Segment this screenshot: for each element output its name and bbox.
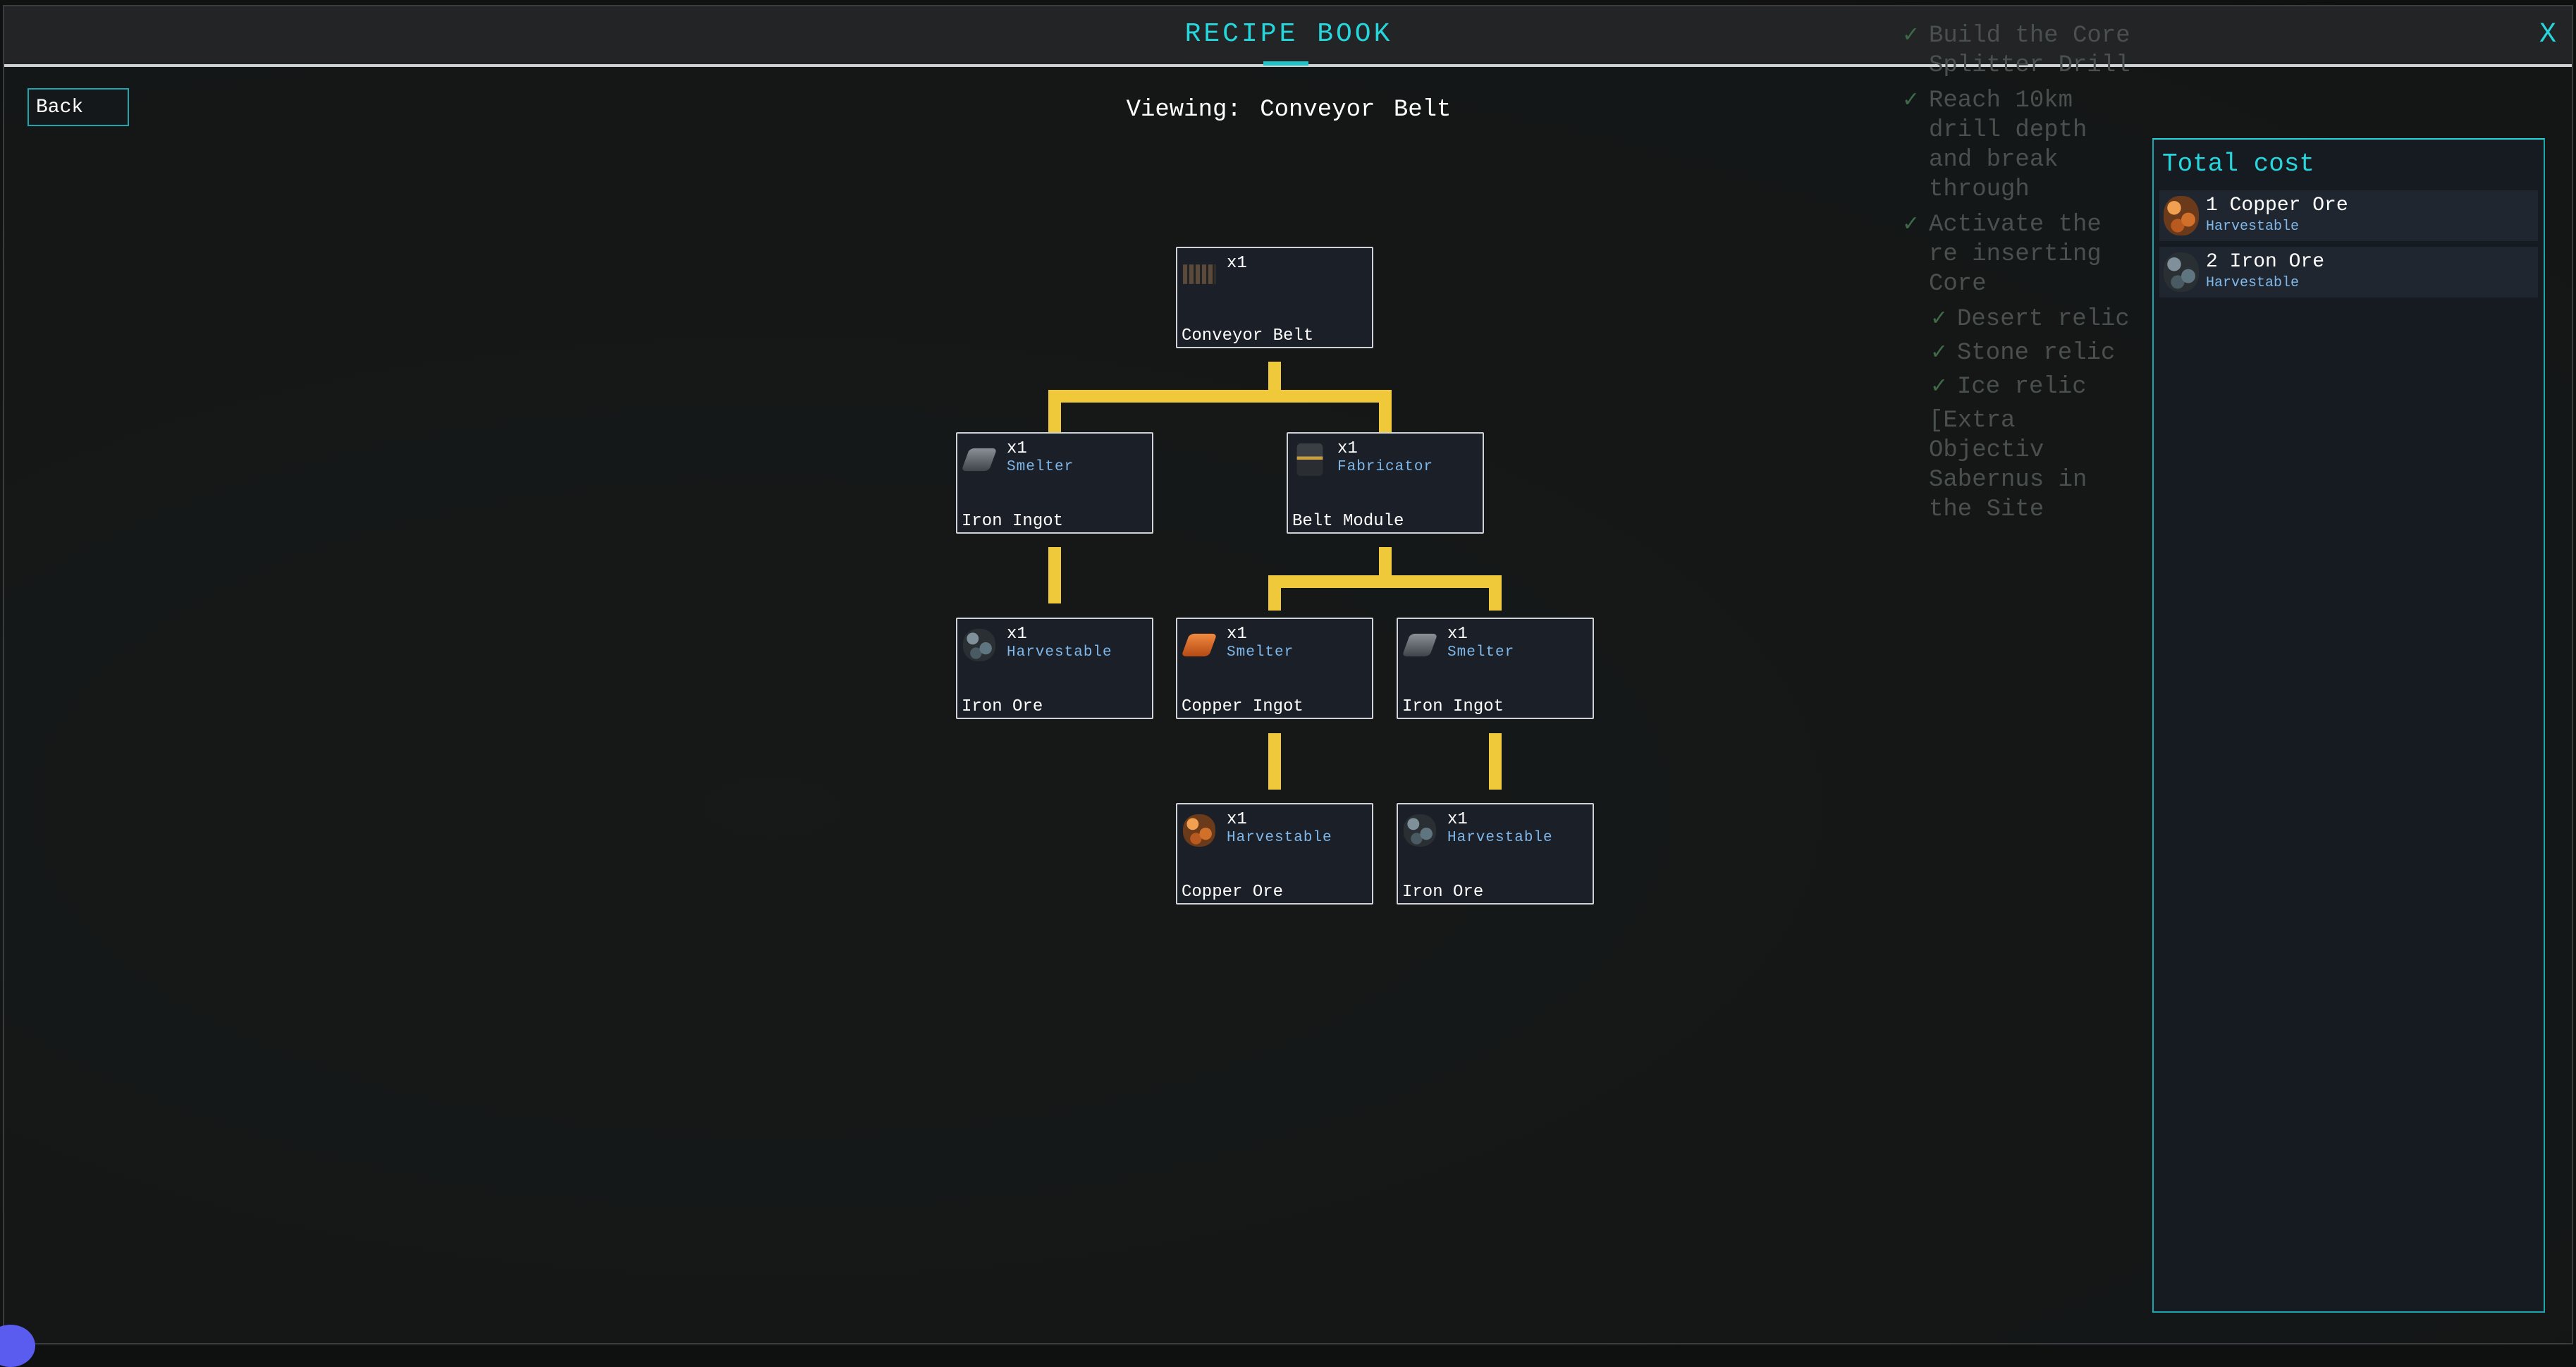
belt-module-icon — [1296, 443, 1323, 476]
node-quantity: x1 — [1447, 625, 1468, 644]
copper-ingot-icon — [1181, 633, 1218, 657]
objective-item: [Extra Objectiv Sabernus in the Site — [1903, 406, 2143, 525]
objective-text: Activate the re inserting Core — [1929, 212, 2102, 298]
node-name: Copper Ore — [1182, 883, 1284, 902]
check-icon: ✓ — [1903, 87, 1918, 114]
connector — [1268, 733, 1281, 790]
objective-text: Build the Core Splitter Drill — [1929, 23, 2130, 79]
check-icon: ✓ — [1932, 374, 1946, 400]
connector — [1379, 390, 1392, 432]
check-icon: ✓ — [1932, 340, 1946, 367]
title-underline — [1263, 61, 1308, 66]
node-source: Smelter — [1447, 644, 1515, 661]
iron-ore-icon — [1404, 814, 1436, 847]
objective-text: Stone relic — [1957, 340, 2116, 367]
iron-ingot-icon — [961, 448, 998, 472]
node-source: Smelter — [1007, 459, 1074, 475]
connector — [1379, 547, 1392, 578]
check-icon: ✓ — [1932, 306, 1946, 333]
node-name: Iron Ore — [1402, 883, 1484, 902]
node-source: Fabricator — [1337, 459, 1434, 475]
objective-text: Desert relic — [1957, 306, 2130, 333]
iron-ore-icon — [2164, 252, 2199, 292]
node-name: Iron Ingot — [1402, 697, 1504, 716]
node-quantity: x1 — [1227, 810, 1247, 829]
objective-item: ✓ Build the Core Splitter Drill — [1903, 21, 2143, 80]
node-source: Harvestable — [1007, 644, 1112, 661]
node-source: Smelter — [1227, 644, 1294, 661]
connector — [1489, 575, 1502, 611]
node-quantity: x1 — [1007, 439, 1027, 458]
objective-item: ✓ Reach 10km drill depth and break throug… — [1903, 86, 2143, 204]
node-name: Iron Ore — [962, 697, 1043, 716]
objective-text: Ice relic — [1957, 374, 2087, 400]
cost-label: 1 Copper Ore — [2206, 195, 2348, 216]
objectives-list: ✓ Build the Core Splitter Drill ✓ Reach 10k… — [1903, 21, 2143, 530]
node-quantity: x1 — [1227, 625, 1247, 644]
copper-ore-icon — [2164, 196, 2199, 235]
node-source: Harvestable — [1227, 830, 1332, 846]
iron-ingot-icon — [1402, 633, 1438, 657]
cost-source: Harvestable — [2206, 219, 2300, 235]
connector — [1048, 547, 1061, 603]
check-icon — [1903, 406, 1922, 525]
window-header: RECIPE BOOK X — [4, 6, 2572, 67]
node-quantity: x1 — [1447, 810, 1468, 829]
objective-item: ✓ Desert relic — [1903, 305, 2143, 334]
objective-text: [Extra Objectiv Sabernus in the Site — [1929, 407, 2087, 523]
node-source: Harvestable — [1447, 830, 1553, 846]
viewing-title: Viewing: Conveyor Belt — [1126, 97, 1452, 123]
check-icon: ✓ — [1903, 23, 1918, 49]
close-icon[interactable]: X — [2539, 19, 2556, 51]
check-icon: ✓ — [1903, 212, 1918, 238]
node-name: Copper Ingot — [1182, 697, 1304, 716]
connector — [1268, 575, 1502, 588]
node-name: Iron Ingot — [962, 512, 1064, 531]
connector — [1489, 733, 1502, 790]
connector — [1268, 362, 1281, 393]
node-name: Conveyor Belt — [1182, 326, 1314, 345]
node-quantity: x1 — [1007, 625, 1027, 644]
connector — [1048, 390, 1392, 403]
cost-source: Harvestable — [2206, 275, 2300, 291]
conveyor-belt-icon — [1183, 264, 1215, 284]
connector — [1048, 390, 1061, 432]
node-name: Belt Module — [1292, 512, 1404, 531]
total-cost-title: Total cost — [2162, 149, 2315, 178]
node-quantity: x1 — [1337, 439, 1358, 458]
back-button[interactable]: Back — [27, 88, 129, 126]
window-title: RECIPE BOOK — [1184, 19, 1393, 49]
objective-text: Reach 10km drill depth and break through — [1929, 87, 2087, 203]
connector — [1268, 575, 1281, 611]
objective-item: ✓ Ice relic — [1903, 372, 2143, 402]
objective-item: ✓ Stone relic — [1903, 338, 2143, 368]
objective-item: ✓ Activate the re inserting Core — [1903, 210, 2143, 299]
node-quantity: x1 — [1227, 254, 1247, 273]
cost-label: 2 Iron Ore — [2206, 251, 2325, 273]
copper-ore-icon — [1183, 814, 1215, 847]
iron-ore-icon — [963, 629, 995, 661]
